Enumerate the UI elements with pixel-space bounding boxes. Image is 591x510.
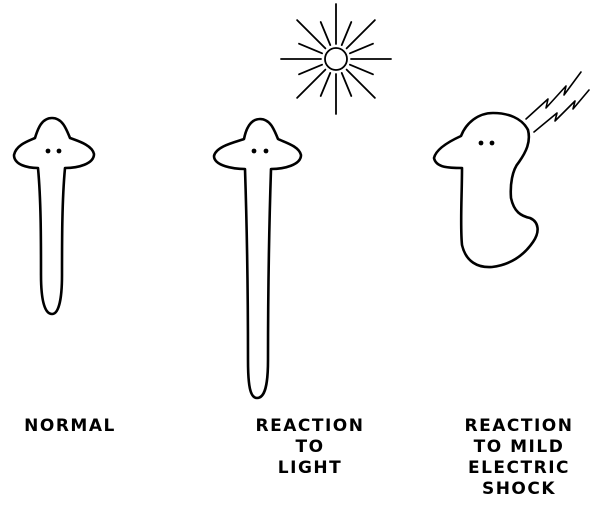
- light-reaction-flatworm: [214, 119, 301, 398]
- sun-ray: [299, 65, 322, 75]
- light-flatworm-eye-left: [252, 149, 257, 154]
- sun-ray: [350, 65, 373, 75]
- caption-shock-line-3: ELECTRIC: [439, 458, 591, 479]
- caption-normal-line: NORMAL: [0, 416, 150, 437]
- lightning-bolt-icon: [526, 72, 589, 132]
- caption-reaction-to-light: REACTION TO LIGHT: [230, 416, 390, 479]
- caption-light-line-1: REACTION: [230, 416, 390, 437]
- caption-light-line-3: LIGHT: [230, 458, 390, 479]
- normal-flatworm-eye-right: [57, 149, 62, 154]
- light-flatworm-eye-right: [264, 149, 269, 154]
- caption-normal: NORMAL: [0, 416, 150, 437]
- normal-flatworm-body: [14, 118, 94, 314]
- sun-ray: [342, 22, 352, 45]
- sun-icon: [281, 4, 391, 114]
- caption-reaction-to-shock: REACTION TO MILD ELECTRIC SHOCK: [439, 416, 591, 500]
- sun-rays: [281, 4, 391, 114]
- sun-ray: [342, 73, 352, 96]
- light-flatworm-body: [214, 119, 301, 398]
- caption-shock-line-4: SHOCK: [439, 479, 591, 500]
- sun-ray: [321, 73, 331, 96]
- shock-reaction-flatworm: [434, 113, 538, 267]
- caption-light-line-2: TO: [230, 437, 390, 458]
- normal-flatworm-eye-left: [46, 149, 51, 154]
- caption-shock-line-1: REACTION: [439, 416, 591, 437]
- sun-ray: [299, 44, 322, 54]
- normal-flatworm: [14, 118, 94, 314]
- shock-flatworm-body: [434, 113, 538, 267]
- shock-flatworm-eye-right: [490, 141, 495, 146]
- sun-ray: [321, 22, 331, 45]
- caption-shock-line-2: TO MILD: [439, 437, 591, 458]
- shock-flatworm-eye-left: [479, 141, 484, 146]
- sun-ray: [350, 44, 373, 54]
